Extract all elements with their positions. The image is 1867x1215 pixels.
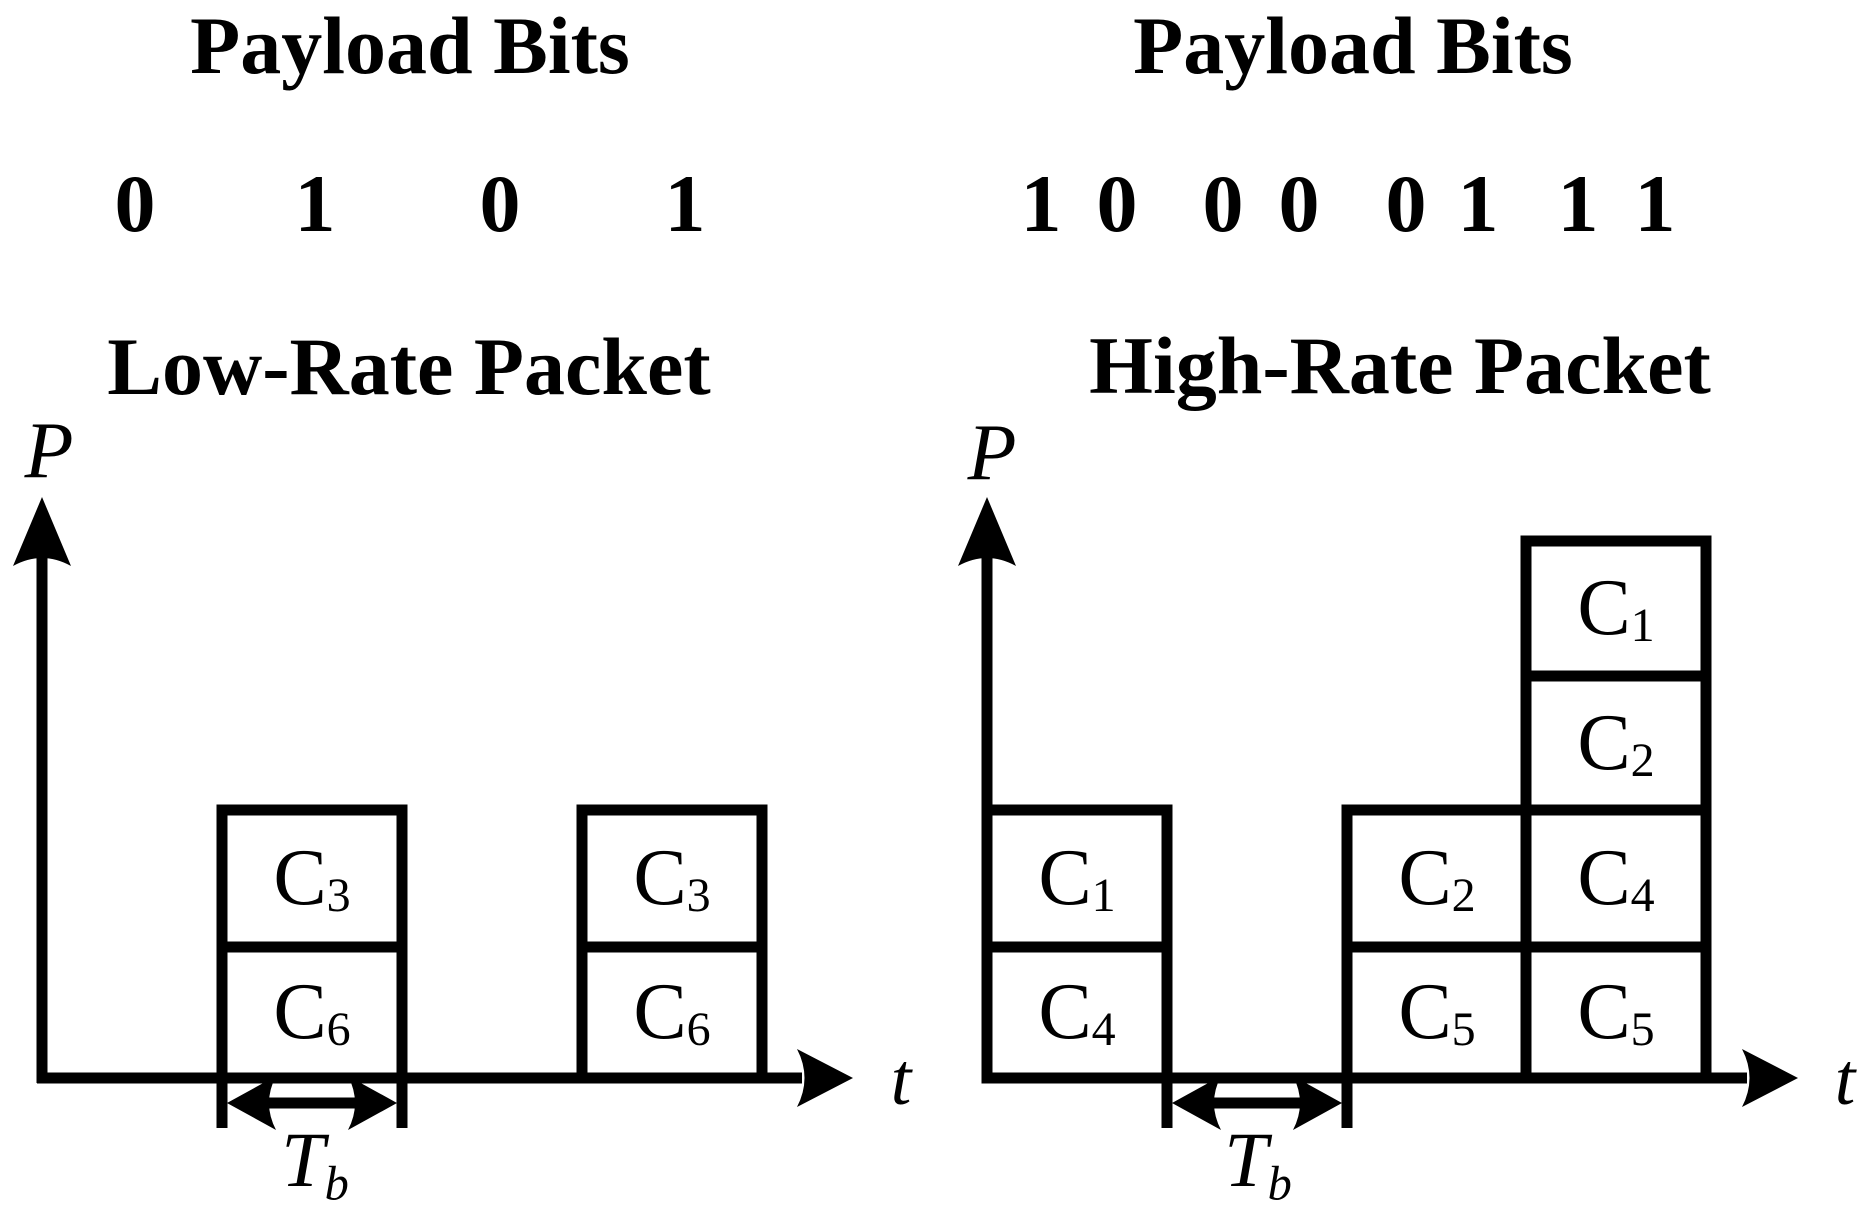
left-tb-label: Tb (281, 1121, 349, 1209)
left-payload-title: Payload Bits (190, 0, 630, 91)
code-subscript: 5 (1451, 1003, 1476, 1057)
right-col3-label-1: C1 (1577, 568, 1654, 650)
left-y-axis-label: P (24, 407, 74, 495)
right-bit-5: 1 (1457, 158, 1499, 249)
right-col3-label-4: C5 (1577, 972, 1654, 1054)
right-packet-title: High-Rate Packet (1089, 320, 1711, 411)
code-base: C (1577, 967, 1631, 1056)
right-bit-4: 0 (1385, 158, 1427, 249)
code-base: C (633, 833, 687, 922)
left-col1-label-top: C3 (273, 838, 350, 920)
code-base: C (633, 967, 687, 1056)
left-col2-label-bottom: C6 (633, 972, 710, 1054)
left-col1-cell-bottom (216, 941, 408, 1084)
right-x-axis-label: t (1834, 1039, 1856, 1121)
right-col1-cell-bottom (981, 941, 1173, 1084)
right-x-axis-arrowhead (1742, 1049, 1798, 1107)
code-subscript: 4 (1091, 1003, 1116, 1057)
code-subscript: 2 (1630, 734, 1655, 788)
right-payload-title: Payload Bits (1133, 0, 1573, 91)
code-base: C (1577, 833, 1631, 922)
right-y-axis-label: P (967, 409, 1017, 497)
right-diagram-shapes (958, 497, 1798, 1130)
right-col3-label-2: C2 (1577, 703, 1654, 785)
code-subscript: 1 (1091, 869, 1116, 923)
right-col1-label-bottom: C4 (1038, 972, 1115, 1054)
code-base: C (1398, 833, 1452, 922)
right-col1-label-top: C1 (1038, 838, 1115, 920)
left-bit-1: 1 (294, 158, 336, 249)
code-subscript: 6 (326, 1003, 351, 1057)
right-col3-label-3: C4 (1577, 838, 1654, 920)
code-subscript: 3 (326, 869, 351, 923)
code-subscript: 3 (686, 869, 711, 923)
right-bit-0: 1 (1020, 158, 1062, 249)
right-col1-cell-top (981, 804, 1173, 953)
right-col2-cell-top (1341, 804, 1532, 953)
left-x-axis-arrowhead (797, 1049, 853, 1107)
code-base: C (1398, 967, 1452, 1056)
code-subscript: 2 (1451, 869, 1476, 923)
tb-base: T (1224, 1116, 1268, 1204)
left-y-axis-arrowhead (13, 497, 71, 566)
left-packet-title: Low-Rate Packet (107, 321, 711, 412)
left-col2-cell-bottom (576, 941, 768, 1084)
left-bit-2: 0 (479, 158, 521, 249)
tb-base: T (281, 1116, 325, 1204)
code-subscript: 1 (1630, 599, 1655, 653)
left-diagram-shapes (13, 497, 853, 1130)
left-col2-cell-top (576, 804, 768, 953)
right-bit-2: 0 (1202, 158, 1244, 249)
left-col1-label-bottom: C6 (273, 972, 350, 1054)
code-base: C (273, 967, 327, 1056)
left-tb-arrowhead-left (227, 1076, 276, 1130)
left-bit-0: 0 (114, 158, 156, 249)
right-tb-label: Tb (1224, 1121, 1292, 1209)
right-bit-3: 0 (1278, 158, 1320, 249)
code-base: C (1577, 698, 1631, 787)
left-x-axis-label: t (890, 1039, 912, 1121)
tb-subscript: b (1267, 1157, 1292, 1211)
code-base: C (273, 833, 327, 922)
right-col2-label-top: C2 (1398, 838, 1475, 920)
code-base: C (1038, 833, 1092, 922)
tb-subscript: b (324, 1157, 349, 1211)
right-bit-6: 1 (1557, 158, 1599, 249)
left-col2-label-top: C3 (633, 838, 710, 920)
right-bit-1: 0 (1096, 158, 1138, 249)
right-tb-arrowhead-right (1293, 1076, 1342, 1130)
right-col3-cell-4 (1520, 941, 1712, 1084)
left-col1-cell-top (216, 804, 408, 953)
code-subscript: 6 (686, 1003, 711, 1057)
code-subscript: 5 (1630, 1003, 1655, 1057)
right-tb-arrowhead-left (1172, 1076, 1221, 1130)
right-y-axis-arrowhead (958, 497, 1016, 566)
right-col2-label-bottom: C5 (1398, 972, 1475, 1054)
code-base: C (1577, 563, 1631, 652)
left-tb-arrowhead-right (348, 1076, 397, 1130)
right-bit-7: 1 (1634, 158, 1676, 249)
left-bit-3: 1 (664, 158, 706, 249)
code-base: C (1038, 967, 1092, 1056)
code-subscript: 4 (1630, 869, 1655, 923)
